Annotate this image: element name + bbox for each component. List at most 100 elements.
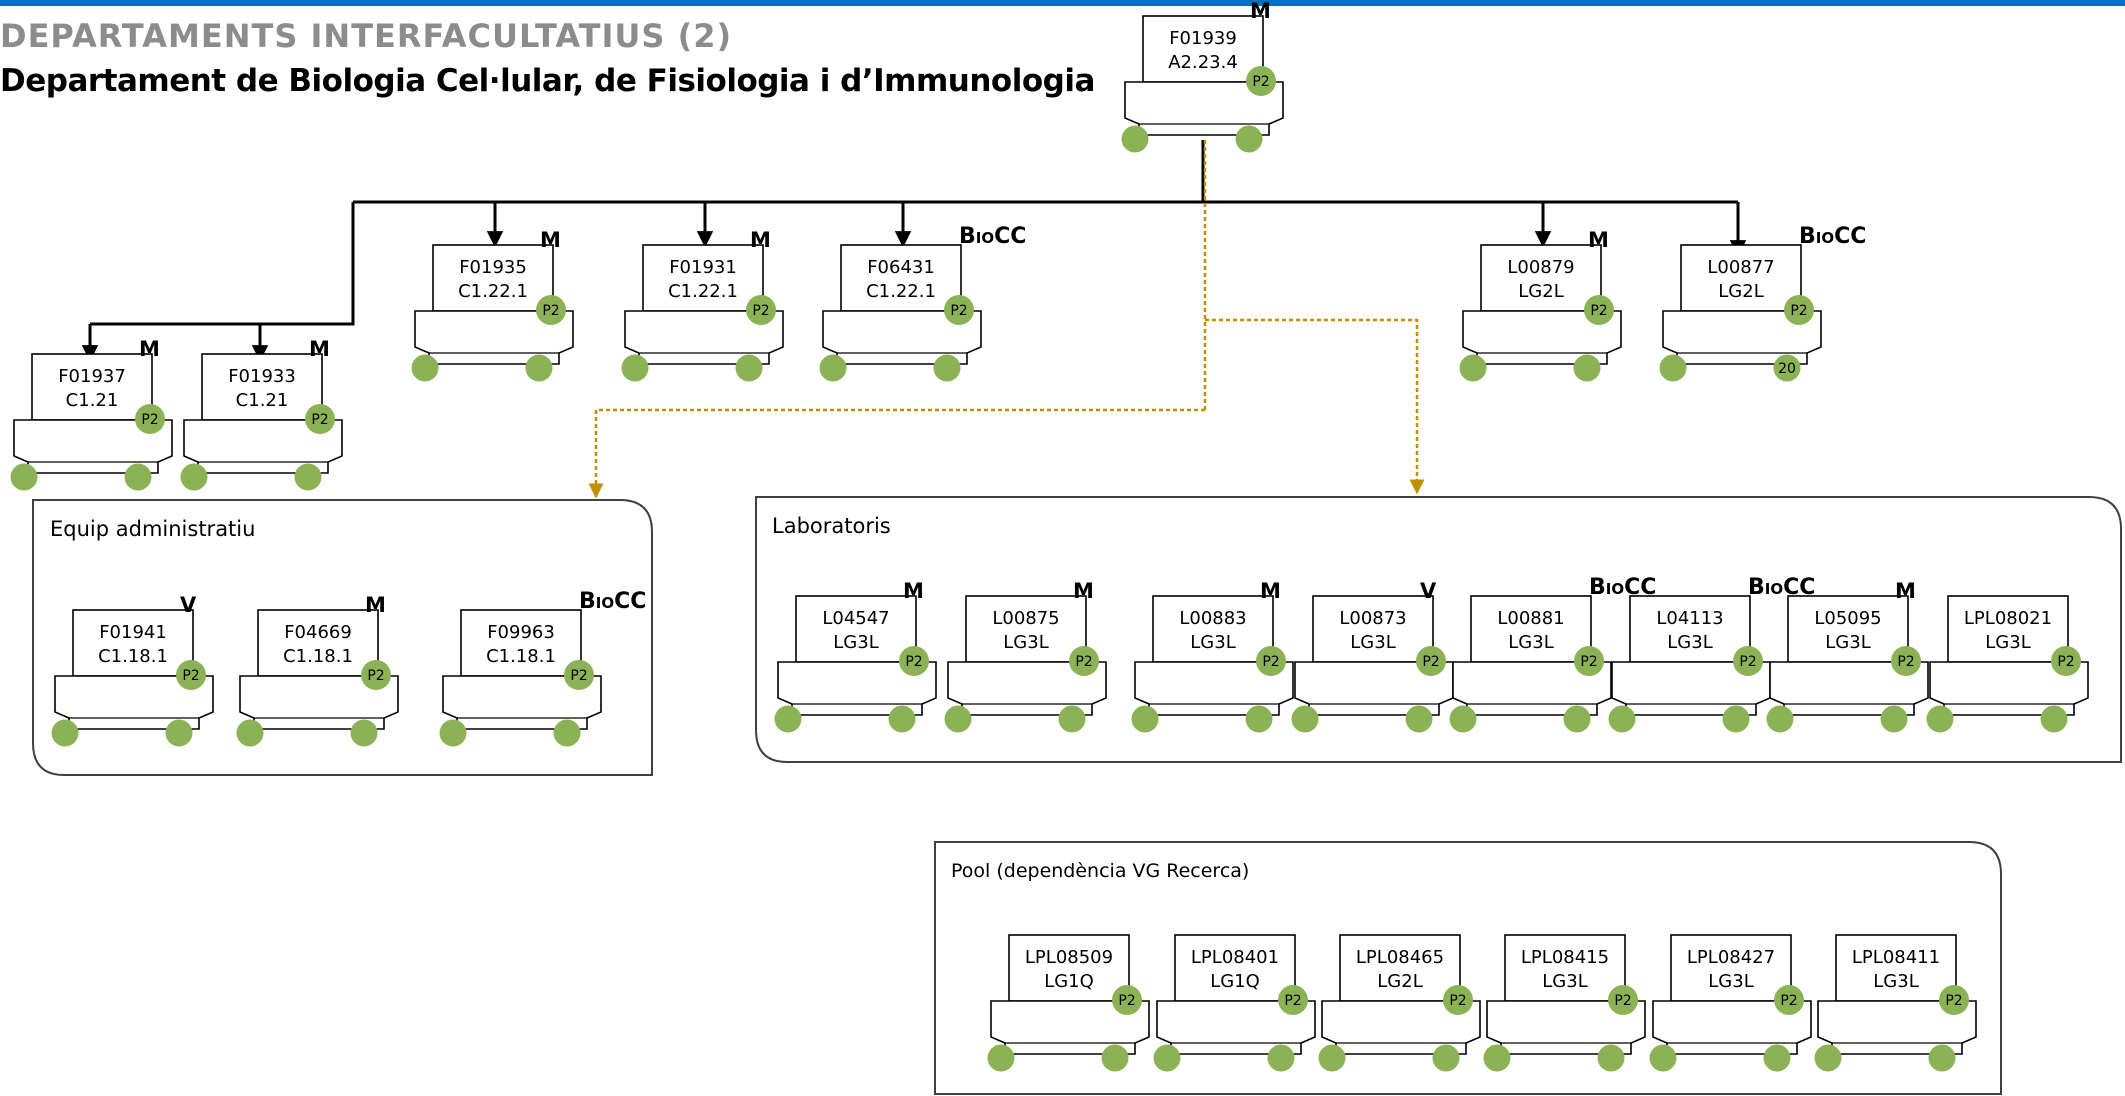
p2-badge-label: P2 [752,303,769,319]
position-card [201,353,323,421]
position-code: L05095 [1814,608,1881,629]
group-pool-frame [934,841,2002,1095]
seat-dot-right [1722,705,1750,733]
p2-badge [1891,646,1921,676]
p2-badge [1784,295,1814,325]
position-card [31,353,153,421]
seat-dot-right [1928,1044,1956,1072]
position-location: C1.22.1 [458,281,528,302]
desk-outline [822,310,982,365]
seat-dot-right [735,354,763,382]
seat-dot-right [1763,1044,1791,1072]
position-location: C1.21 [66,390,119,411]
position-code: F04669 [284,622,352,643]
position-card [1008,934,1130,1002]
p2-badge-label: P2 [367,668,384,684]
p2-badge-label: P2 [1614,993,1631,1009]
seat-dot-right [888,705,916,733]
seat-dot-right [525,354,553,382]
position-location: LG2L [1718,281,1763,302]
position-location: LG3L [1003,632,1048,653]
p2-badge-label: P2 [182,668,199,684]
p2-badge [1939,985,1969,1015]
position-code: F01937 [58,366,126,387]
p2-badge-label: P2 [2057,654,2074,670]
group-labs-label: Laboratoris [772,514,891,538]
position-location: LG2L [1377,971,1422,992]
position-code: L00879 [1507,257,1574,278]
seat-dot-right [1573,354,1601,382]
seat-dot-right [1267,1044,1295,1072]
position-location: LG3L [1873,971,1918,992]
desk-outline [1769,661,1929,716]
position-card [1504,934,1626,1002]
seat-dot-left [1121,125,1149,153]
p2-badge-label: P2 [1945,993,1962,1009]
seat-dot-right [1597,1044,1625,1072]
position-location: LG3L [1190,632,1235,653]
position-location: C1.21 [236,390,289,411]
desk-outline [54,675,214,730]
p2-badge-label: P2 [1075,654,1092,670]
tag-m: M [540,228,561,252]
position-card [1339,934,1461,1002]
position-card [460,609,582,677]
position-card [1142,15,1264,83]
positions-layer: F01939A2.23.4P2MF01937C1.21P2MF01933C1.2… [10,0,2089,1072]
p2-badge [1608,985,1638,1015]
seat-dot-right [1058,705,1086,733]
p2-badge-label: P2 [1780,993,1797,1009]
desk-outline [239,675,399,730]
position-code: L04547 [822,608,889,629]
seat-dot-left [944,705,972,733]
seat-dot-left [1814,1044,1842,1072]
position-location: LG1Q [1044,971,1094,992]
seat-dot-right [1880,705,1908,733]
desk-outline [1321,1000,1481,1055]
seat-dot-left [1766,705,1794,733]
position-code: L00875 [992,608,1059,629]
position-code: F06431 [867,257,935,278]
group-labs-frame [755,496,2122,763]
desk-outline [1929,661,2089,716]
p2-badge-label: P2 [311,412,328,428]
p2-badge-label: P2 [141,412,158,428]
position-code: F01933 [228,366,296,387]
p2-badge-label: P2 [1897,654,1914,670]
desk-outline [414,310,574,365]
p2-badge-label: P2 [1422,654,1439,670]
desk-outline [947,661,1107,716]
position-card [1670,934,1792,1002]
dotted-to-labs [1205,318,1425,495]
p2-badge [564,660,594,690]
desk-outline [1156,1000,1316,1055]
position-code: L00883 [1179,608,1246,629]
seat-dot-right [2040,705,2068,733]
desk-outline [990,1000,1150,1055]
seat-dot-left [10,463,38,491]
p2-badge-label: P2 [1580,654,1597,670]
seat-dot-left [1291,705,1319,733]
p2-badge [1416,646,1446,676]
position-code: F01931 [669,257,737,278]
position-location: LG3L [1667,632,1712,653]
desk-outline [777,661,937,716]
p2-badge-label: P2 [1739,654,1756,670]
p2-badge-label: P2 [1590,303,1607,319]
position-location: LG3L [1825,632,1870,653]
left-branch-line [90,202,355,326]
position-card [72,609,194,677]
p2-badge [2051,646,2081,676]
seat-dot-right [1773,354,1801,382]
position-code: L00881 [1497,608,1564,629]
